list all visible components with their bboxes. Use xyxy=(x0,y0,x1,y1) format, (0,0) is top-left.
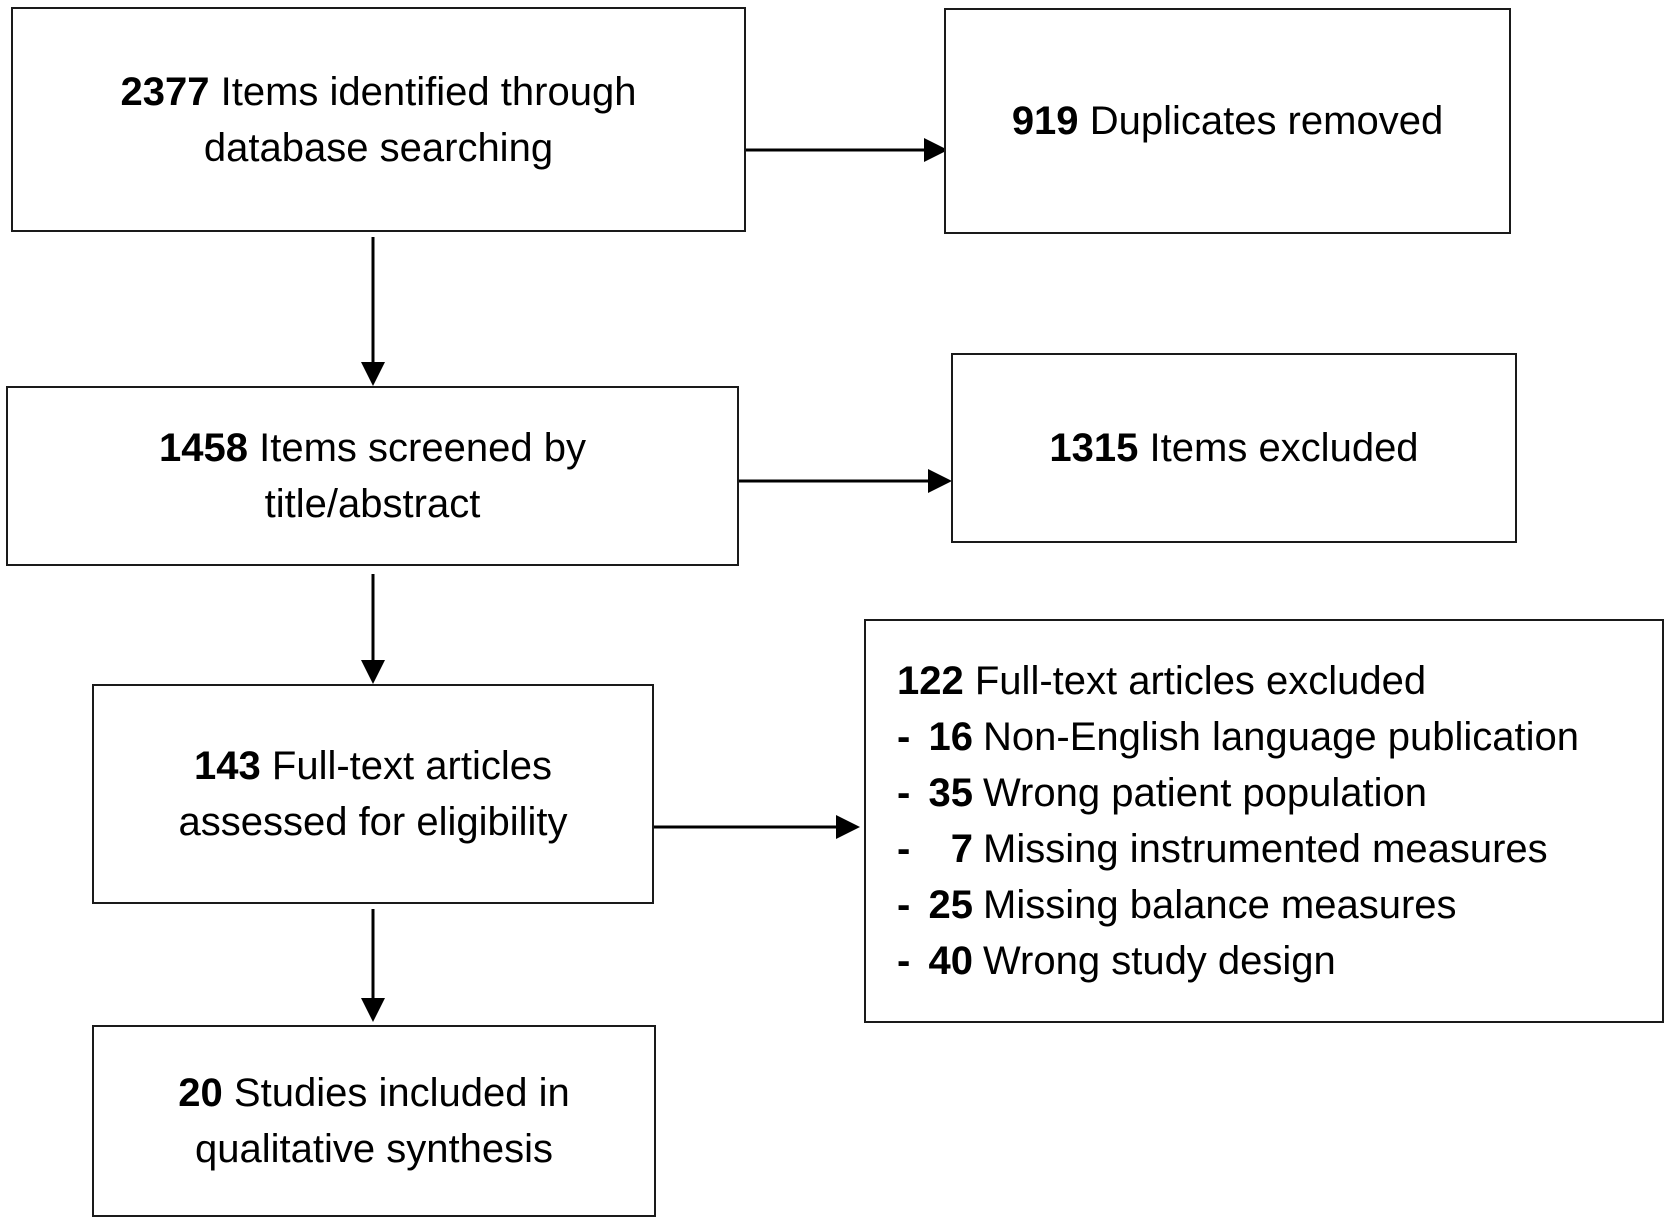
fulltext-excluded-text: Full-text articles excluded xyxy=(974,659,1427,703)
identified-text-1: Items identified through xyxy=(220,69,637,114)
reason-text: Missing balance measures xyxy=(983,883,1457,927)
reason-text: Wrong study design xyxy=(983,939,1336,983)
excluded-text: Items excluded xyxy=(1149,426,1419,470)
included-line-1: 20 Studies included in xyxy=(178,1065,569,1121)
fulltext-count: 143 xyxy=(194,744,261,788)
duplicates-line: 919 Duplicates removed xyxy=(1012,93,1443,149)
arrow-fulltext-to-fulltext-excluded xyxy=(653,815,860,839)
arrow-identified-to-screened xyxy=(361,237,385,386)
duplicates-count: 919 xyxy=(1011,99,1079,143)
reason-count: 7 xyxy=(950,827,973,871)
box-duplicates-removed: 919 Duplicates removed xyxy=(944,8,1511,234)
identified-line-1: 2377 Items identified through xyxy=(121,64,637,120)
excluded-count: 1315 xyxy=(1049,426,1139,470)
fulltext-text-1: Full-text articles xyxy=(271,744,552,788)
reason-count: 16 xyxy=(928,715,974,759)
box-items-excluded: 1315 Items excluded xyxy=(951,353,1517,543)
duplicates-text: Duplicates removed xyxy=(1089,99,1444,143)
arrow-screened-to-excluded xyxy=(737,469,952,493)
reason-text: Non-English language publication xyxy=(983,715,1579,759)
arrow-fulltext-to-included xyxy=(361,909,385,1022)
reason-count: 35 xyxy=(928,771,974,815)
box-fulltext-assessed: 143 Full-text articles assessed for elig… xyxy=(92,684,654,904)
screened-text-1: Items screened by xyxy=(259,426,586,470)
identified-text-2: database searching xyxy=(203,125,554,170)
fulltext-excluded-count: 122 xyxy=(897,659,964,703)
fulltext-text-2: assessed for eligibility xyxy=(178,800,568,844)
fulltext-excluded-heading: 122 Full-text articles excluded xyxy=(897,653,1426,709)
included-text-2: qualitative synthesis xyxy=(195,1127,553,1171)
box-items-identified: 2377 Items identified through database s… xyxy=(11,7,746,232)
reason-dash: - xyxy=(897,771,911,815)
included-text-1: Studies included in xyxy=(233,1071,570,1115)
reason-dash: - xyxy=(897,939,911,983)
reason-text: Wrong patient population xyxy=(983,771,1428,815)
arrow-screened-to-fulltext xyxy=(361,574,385,684)
screened-text-2: title/abstract xyxy=(264,482,481,526)
arrow-identified-to-duplicates xyxy=(741,138,948,162)
reason-count: 40 xyxy=(928,939,974,983)
box-studies-included: 20 Studies included in qualitative synth… xyxy=(92,1025,656,1217)
reason-dash: - xyxy=(897,715,911,759)
screened-count: 1458 xyxy=(159,426,249,470)
reason-text: Missing instrumented measures xyxy=(983,827,1548,871)
included-count: 20 xyxy=(178,1071,223,1115)
reason-count: 25 xyxy=(928,883,974,927)
box-items-screened: 1458 Items screened by title/abstract xyxy=(6,386,739,566)
identified-count: 2377 xyxy=(120,69,210,114)
reason-dash: - xyxy=(897,883,911,927)
fulltext-line-1: 143 Full-text articles xyxy=(194,738,552,794)
excluded-line: 1315 Items excluded xyxy=(1049,420,1418,476)
reason-dash: - xyxy=(897,827,911,871)
screened-line-1: 1458 Items screened by xyxy=(159,420,586,476)
